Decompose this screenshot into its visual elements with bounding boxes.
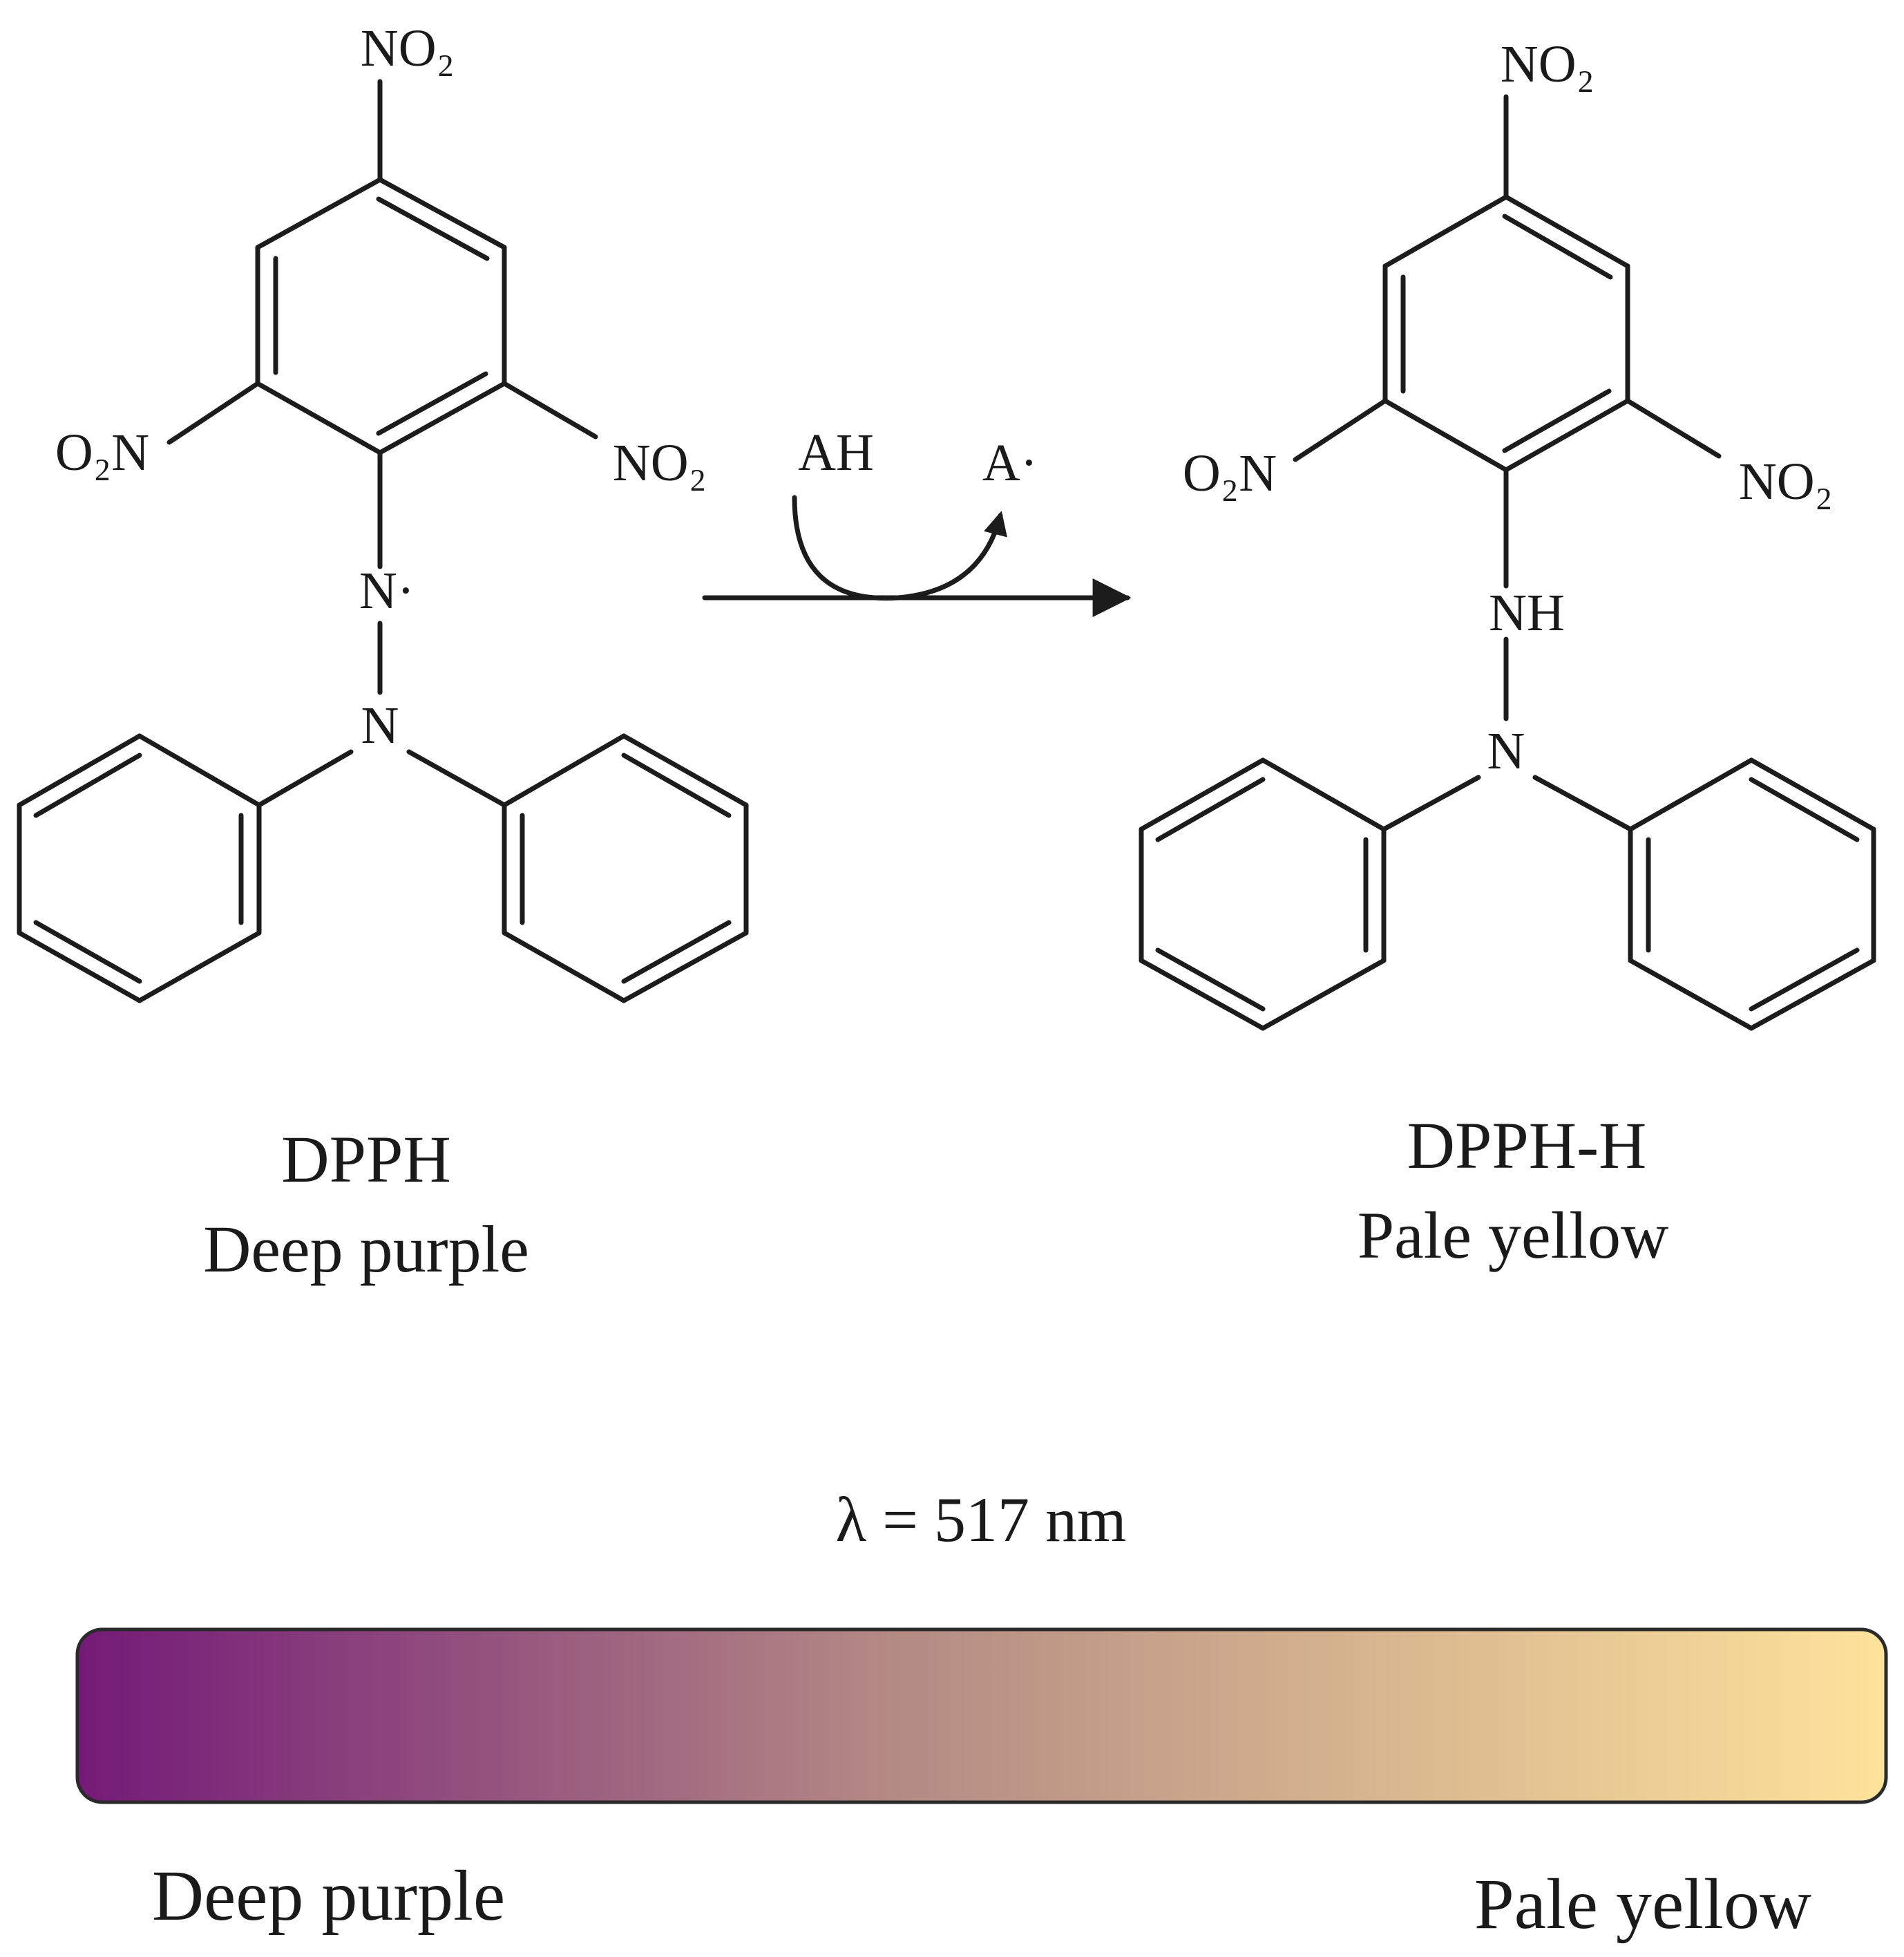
dpph-h-top-nitro-label: NO₂ xyxy=(1501,35,1594,93)
dpph-top-nitro-label: NO₂ xyxy=(361,19,455,77)
dpph-h-nh-label: NH xyxy=(1489,584,1565,642)
dpph-h-amine-label: N xyxy=(1487,722,1525,780)
dpph-name: DPPH xyxy=(281,1122,450,1196)
scale-start-label: Deep purple xyxy=(152,1856,505,1936)
dpph-h-left-nitro-label: O₂N xyxy=(1183,444,1277,502)
dpph-amine-label: N xyxy=(361,697,399,755)
dpph-h-name: DPPH-H xyxy=(1407,1108,1647,1182)
dpph-h-bonds xyxy=(1139,94,1876,1031)
color-gradient-bar xyxy=(75,1627,1888,1804)
wavelength-label: λ = 517 nm xyxy=(835,1484,1126,1555)
dpph-hydrazyl-radical-label: N· xyxy=(359,562,415,620)
scale-end-label: Pale yellow xyxy=(1474,1864,1811,1944)
dpph-bonds xyxy=(17,79,749,1003)
byproduct-label: A· xyxy=(982,434,1038,492)
dpph-color-label: Deep purple xyxy=(203,1212,529,1286)
reaction-arrow-group: AH A· xyxy=(702,424,1132,617)
color-scale: Deep purple Pale yellow xyxy=(75,1627,1888,1944)
dpph-right-nitro-label: NO₂ xyxy=(613,434,707,492)
dpph-left-nitro-label: O₂N xyxy=(55,424,149,482)
dpph-structure: NO₂ O₂N NO₂ N· N DPPH Deep purple xyxy=(17,19,749,1286)
dpph-h-color-label: Pale yellow xyxy=(1358,1198,1669,1272)
dpph-h-right-nitro-label: NO₂ xyxy=(1739,453,1833,511)
reagent-label: AH xyxy=(798,424,874,482)
reagent-curved-arrow xyxy=(792,495,1007,601)
dpph-h-structure: NO₂ O₂N NO₂ NH N DPPH-H Pale yellow xyxy=(1139,35,1876,1272)
